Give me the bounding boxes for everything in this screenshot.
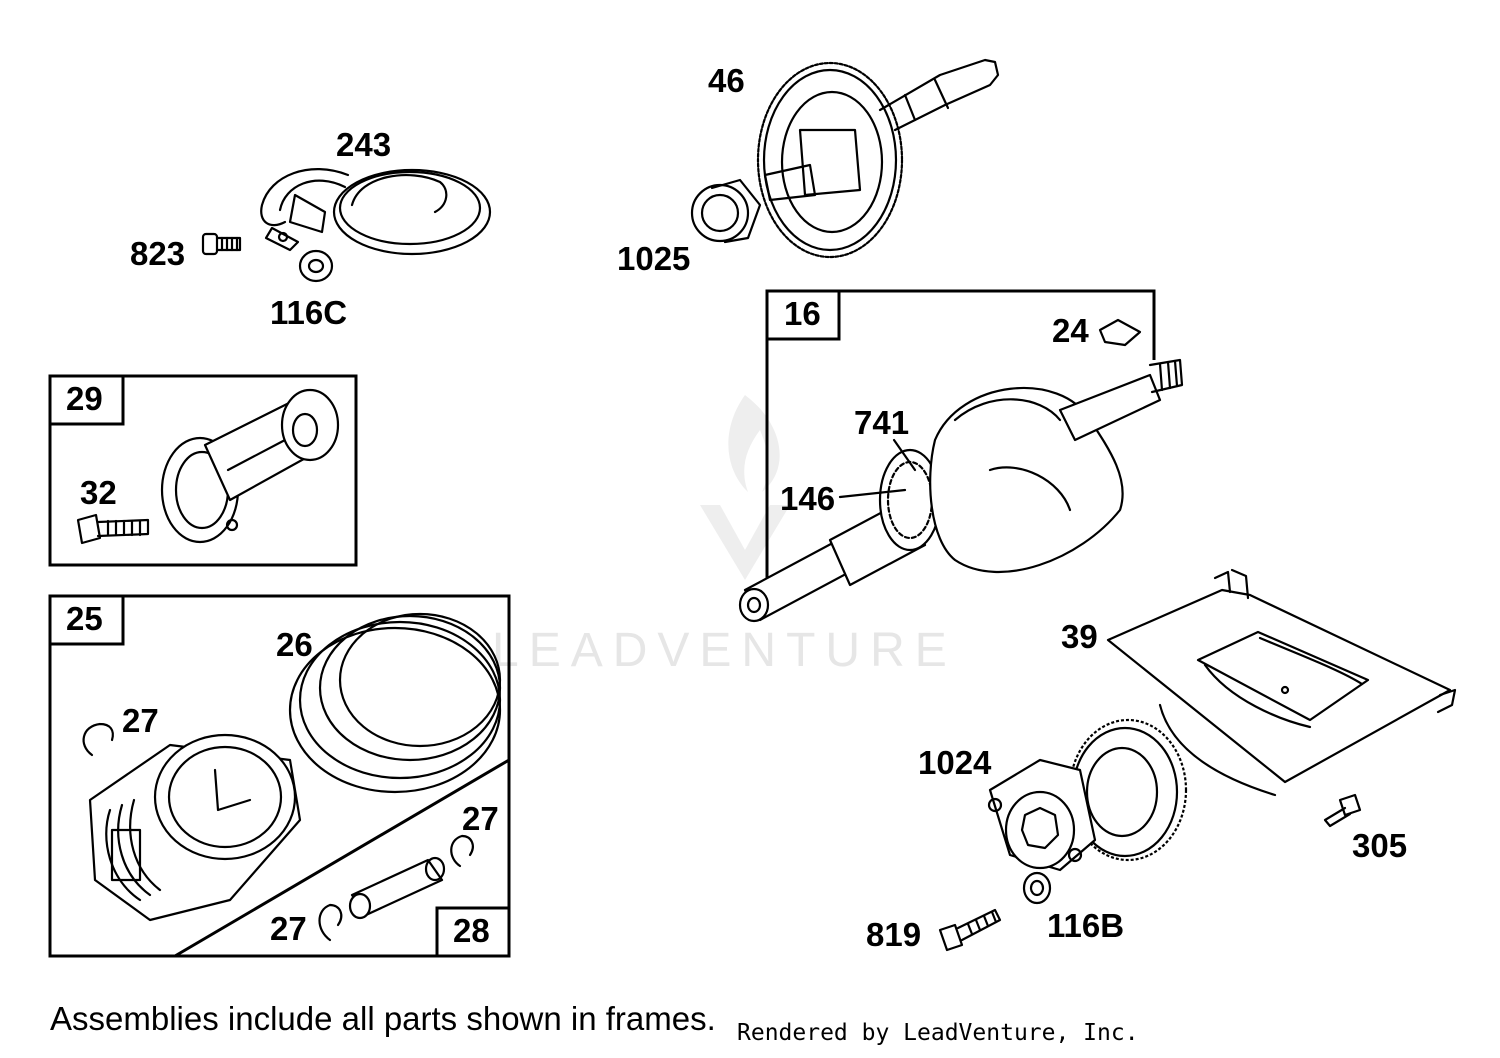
part-819-screw[interactable] (938, 908, 1002, 952)
part-28-piston-pin[interactable] (348, 856, 446, 920)
label-146: 146 (780, 480, 835, 517)
part-32-bolt[interactable] (76, 513, 150, 545)
label-46: 46 (708, 62, 745, 99)
part-305-screw[interactable] (1323, 793, 1362, 828)
label-1024: 1024 (918, 744, 992, 781)
assemblies-note: Assemblies include all parts shown in fr… (50, 1000, 716, 1037)
part-1025-seal[interactable] (690, 178, 762, 244)
label-32: 32 (80, 474, 117, 511)
part-26-piston-rings[interactable] (288, 612, 502, 794)
frame-16-crankshaft: 16 (765, 289, 1156, 592)
render-credit: Rendered by LeadVenture, Inc. (737, 1020, 1139, 1046)
part-29-connecting-rod[interactable] (160, 388, 340, 544)
label-26: 26 (276, 626, 313, 663)
label-116b: 116B (1047, 907, 1124, 944)
frame-divider (174, 758, 510, 958)
label-819: 819 (866, 916, 921, 953)
leader-146 (838, 488, 907, 499)
label-243: 243 (336, 126, 391, 163)
leadventure-watermark: LEADVENTURE (492, 395, 957, 677)
label-25: 25 (66, 600, 103, 637)
part-1024-oil-pump[interactable] (987, 718, 1188, 872)
label-741: 741 (854, 404, 909, 441)
label-305: 305 (1352, 827, 1407, 864)
part-16-crankshaft[interactable] (738, 358, 1184, 623)
part-116b-washer[interactable] (1022, 871, 1052, 905)
label-24: 24 (1052, 312, 1089, 349)
label-16: 16 (784, 295, 821, 332)
label-28: 28 (453, 912, 490, 949)
frame-25-piston: 25 28 (48, 594, 511, 958)
label-29: 29 (66, 380, 103, 417)
part-24-key[interactable] (1098, 318, 1142, 347)
part-39-plate[interactable] (1106, 568, 1457, 797)
part-243-breather[interactable] (260, 168, 492, 256)
label-27-a: 27 (122, 702, 159, 739)
frame-29-connecting-rod: 29 (48, 374, 358, 567)
watermark-text: LEADVENTURE (492, 624, 957, 677)
label-1025: 1025 (617, 240, 690, 277)
label-27-c: 27 (270, 910, 307, 947)
label-27-b: 27 (462, 800, 499, 837)
part-27-clip-a[interactable] (82, 722, 114, 757)
part-25-piston[interactable] (88, 733, 302, 922)
part-46-camshaft-gear[interactable] (756, 58, 1000, 259)
label-116c: 116C (270, 294, 347, 331)
part-27-clip-b[interactable] (450, 834, 474, 868)
part-823-screw[interactable] (201, 232, 242, 256)
label-39: 39 (1061, 618, 1098, 655)
leader-741 (892, 438, 917, 472)
part-116c-washer[interactable] (298, 249, 334, 283)
part-27-clip-c[interactable] (318, 903, 343, 942)
label-823: 823 (130, 235, 185, 272)
